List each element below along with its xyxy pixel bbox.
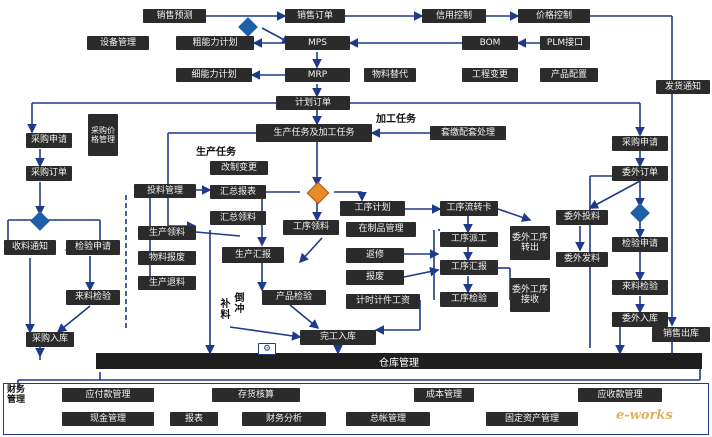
receive-notice-box: 收料通知 bbox=[4, 240, 56, 255]
rough-capacity-box: 粗能力计划 bbox=[176, 36, 254, 50]
piece-wage-box: 计时计件工资 bbox=[346, 294, 420, 309]
warehouse-icon: ⚙ bbox=[258, 343, 276, 355]
inspect-request-right-box: 检验申请 bbox=[612, 237, 668, 252]
equipment-mgmt-box: 设备管理 bbox=[87, 36, 149, 50]
processing-task-label: 加工任务 bbox=[376, 114, 416, 125]
supplement-label-b: 倒冲 bbox=[232, 292, 243, 314]
feed-control-box: 投料管理 bbox=[134, 184, 196, 198]
e-works-watermark: e-works bbox=[616, 408, 673, 423]
process-transfer-box: 工序流转卡 bbox=[440, 201, 498, 216]
supplement-label-a: 补料 bbox=[218, 298, 229, 320]
sales-order-box: 销售订单 bbox=[285, 9, 345, 23]
finance-title: 财务管理 bbox=[7, 385, 26, 405]
finance-cost-box: 成本管理 bbox=[414, 388, 474, 402]
outsource-transfer-box: 委外工序转出 bbox=[510, 226, 550, 260]
purchase-in-box: 采购入库 bbox=[26, 332, 74, 347]
finance-cash-box: 现金管理 bbox=[62, 412, 154, 426]
prod-task-order-box: 生产任务及加工任务 bbox=[256, 124, 372, 142]
incoming-inspect-right-box: 来料检验 bbox=[612, 280, 668, 295]
finance-panel bbox=[3, 383, 709, 435]
inspect-request-left-box: 检验申请 bbox=[66, 240, 120, 255]
sales-out-box: 销售出库 bbox=[652, 327, 710, 342]
process-inspect-box: 工序检验 bbox=[440, 292, 498, 307]
scrap-box: 报废 bbox=[346, 270, 404, 285]
outsource-order-box: 委外订单 bbox=[612, 166, 668, 181]
mps-box: MPS bbox=[285, 36, 350, 50]
production-task-label: 生产任务 bbox=[196, 147, 236, 158]
material-substitute-box: 物料替代 bbox=[364, 68, 416, 82]
prod-pick-box: 生产领料 bbox=[138, 226, 196, 240]
process-plan-box: 工序计划 bbox=[340, 201, 405, 216]
finance-receivable-box: 应收款管理 bbox=[578, 388, 662, 402]
purchase-request-right-box: 采购申请 bbox=[612, 136, 668, 151]
outsource-pick-box: 委外发料 bbox=[556, 252, 608, 267]
purchase-order-left-box: 采购订单 bbox=[26, 166, 72, 181]
rework-box: 返修 bbox=[346, 248, 404, 263]
warehouse-label: 仓库管理 bbox=[379, 357, 419, 369]
ship-notice-box: 发货通知 bbox=[656, 80, 710, 94]
bom-box: BOM bbox=[462, 36, 518, 50]
sales-forecast-box: 销售预测 bbox=[143, 9, 206, 23]
outsource-in-box: 委外入库 bbox=[612, 312, 668, 327]
wip-mgmt-box: 在制品管理 bbox=[346, 222, 416, 237]
finance-analysis-box: 财务分析 bbox=[242, 412, 326, 426]
prod-return-box: 生产退料 bbox=[138, 276, 196, 290]
warehouse-bar: 仓库管理 bbox=[96, 353, 702, 369]
outsource-receive-box: 委外工序接收 bbox=[510, 278, 550, 312]
material-return-box: 物料报废 bbox=[138, 251, 196, 265]
summary-feed-box: 汇总领料 bbox=[210, 211, 266, 225]
product-config-box: 产品配置 bbox=[540, 68, 598, 82]
engineering-change-box: 工程变更 bbox=[462, 68, 518, 82]
mrp-box: MRP bbox=[285, 68, 350, 82]
process-report-box: 工序汇报 bbox=[440, 260, 498, 275]
credit-control-box: 信用控制 bbox=[422, 9, 486, 23]
finance-fixed-assets-box: 固定资产管理 bbox=[486, 412, 578, 426]
process-dispatch-box: 工序派工 bbox=[440, 232, 498, 247]
purchase-price-mgmt-box: 采购价格管理 bbox=[88, 114, 118, 156]
finance-payable-box: 应付款管理 bbox=[62, 388, 154, 402]
product-inspect-box: 产品检验 bbox=[262, 290, 326, 305]
incoming-inspect-left-box: 来料检验 bbox=[66, 290, 120, 305]
summary-report-box: 汇总报表 bbox=[210, 185, 266, 199]
price-control-box: 价格控制 bbox=[518, 9, 590, 23]
finance-ledger-box: 总帐管理 bbox=[346, 412, 430, 426]
plm-box: PLM接口 bbox=[540, 36, 590, 50]
finished-in-box: 完工入库 bbox=[300, 330, 376, 345]
change-vary-box: 改制变更 bbox=[210, 161, 268, 175]
purchase-request-left-box: 采购申请 bbox=[26, 133, 72, 148]
finance-report-box: 报表 bbox=[170, 412, 218, 426]
finance-inventory-box: 存货核算 bbox=[212, 388, 300, 402]
plan-order-box: 计划订单 bbox=[276, 96, 350, 110]
detailed-capacity-box: 细能力计划 bbox=[176, 68, 252, 82]
outsource-feed-box: 委外投料 bbox=[556, 210, 608, 225]
kit-processing-box: 套缴配套处理 bbox=[430, 126, 506, 140]
process-feed-box: 工序领料 bbox=[283, 220, 339, 235]
prod-report-box: 生产汇报 bbox=[222, 247, 284, 263]
